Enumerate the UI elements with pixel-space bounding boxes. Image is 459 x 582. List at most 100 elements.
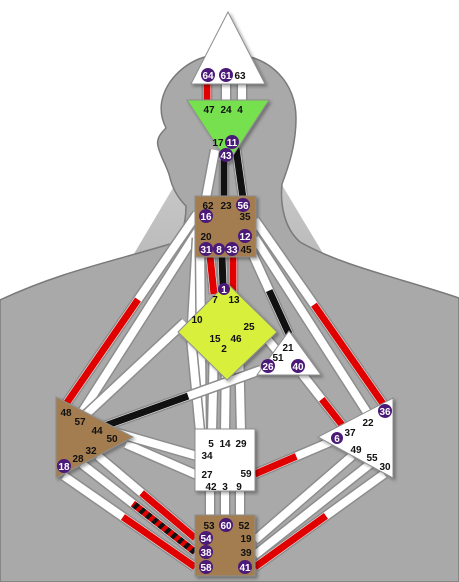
- g-center: [177, 282, 278, 381]
- gate-label: 5: [208, 439, 214, 450]
- gate-label: 37: [344, 428, 356, 439]
- gate-label: 41: [239, 563, 251, 574]
- spleen-center: [55, 396, 135, 479]
- gate-label: 47: [203, 105, 215, 116]
- gate-activation-badge: [201, 68, 215, 82]
- gate-label: 39: [240, 548, 252, 559]
- gate-label: 63: [234, 71, 246, 82]
- channel-fill-16-48: [63, 297, 141, 406]
- gate-label: 40: [292, 362, 304, 373]
- gate-label: 17: [212, 138, 224, 149]
- channel-fill-30-41: [252, 513, 328, 570]
- gate-activation-badge: [238, 229, 252, 243]
- gate-label: 58: [200, 563, 212, 574]
- gate-label: 9: [236, 482, 242, 493]
- gate-label: 1: [221, 285, 227, 296]
- gate-label: 62: [202, 201, 214, 212]
- head-center: [190, 10, 266, 85]
- gate-label: 46: [230, 334, 242, 345]
- gate-label: 21: [282, 343, 294, 354]
- gate-label: 59: [240, 469, 252, 480]
- gate-label: 22: [362, 418, 374, 429]
- channel-17-62: [202, 149, 219, 199]
- gate-activation-badge: [57, 459, 71, 473]
- gate-label: 38: [200, 548, 212, 559]
- gate-activation-badge: [261, 359, 275, 373]
- gate-activation-badge: [225, 242, 239, 256]
- gate-activation-badge: [199, 209, 213, 223]
- gate-label: 15: [209, 334, 221, 345]
- gate-label: 13: [228, 295, 240, 306]
- gate-label: 55: [366, 453, 378, 464]
- gate-label: 27: [201, 470, 213, 481]
- channel-49-19: [252, 452, 355, 544]
- gate-label: 30: [379, 462, 391, 473]
- gate-activation-badge: [199, 531, 213, 545]
- gate-label: 31: [200, 245, 212, 256]
- gate-label: 53: [203, 521, 215, 532]
- gate-label: 32: [85, 446, 97, 457]
- gate-label: 8: [216, 245, 222, 256]
- gate-label: 6: [334, 434, 340, 445]
- gates-layer: 64 61 63 47 24 4 17 11 43 62 23 56 16 35…: [57, 68, 392, 574]
- gate-label: 60: [220, 521, 232, 532]
- sacral-center: [194, 428, 256, 492]
- channel-fill-28-38: [130, 500, 198, 555]
- gate-activation-badge: [219, 68, 233, 82]
- gate-label: 11: [227, 138, 238, 149]
- gate-activation-badge: [199, 242, 213, 256]
- gate-label: 29: [235, 439, 247, 450]
- channel-55-39: [252, 460, 373, 559]
- gate-activation-badge: [238, 560, 252, 574]
- gate-label: 44: [91, 426, 103, 437]
- centers-layer: [55, 10, 394, 577]
- gate-activation-badge: [225, 135, 239, 149]
- gate-label: 19: [240, 534, 252, 545]
- channel-fill-8-1: [218, 255, 227, 287]
- gate-label: 26: [262, 362, 274, 373]
- channel-fill-11-56: [232, 147, 247, 199]
- gate-label: 51: [272, 353, 284, 364]
- gate-label: 3: [222, 482, 228, 493]
- gate-label: 25: [243, 322, 255, 333]
- gate-label: 45: [240, 245, 252, 256]
- gate-label: 42: [205, 482, 217, 493]
- channel-12-22: [251, 235, 376, 423]
- channel-fill-26-44: [97, 392, 190, 432]
- channel-fill-18-58: [120, 514, 197, 570]
- gate-label: 14: [219, 439, 231, 450]
- gate-label: 36: [379, 407, 391, 418]
- gate-label: 2: [221, 344, 227, 355]
- gate-label: 34: [201, 451, 213, 462]
- gate-label: 52: [238, 521, 250, 532]
- gate-label: 28: [72, 454, 84, 465]
- gate-activation-badge: [378, 404, 392, 418]
- gate-label: 23: [220, 201, 232, 212]
- gate-label: 64: [202, 71, 214, 82]
- channel-10-57: [77, 319, 188, 423]
- gate-activation-badge: [291, 359, 305, 373]
- gate-label: 54: [200, 534, 212, 545]
- ajna-center: [186, 99, 270, 164]
- gate-label: 56: [237, 201, 249, 212]
- gate-label: 4: [237, 105, 243, 116]
- gate-label: 61: [220, 71, 232, 82]
- gate-label: 50: [106, 434, 118, 445]
- gate-activation-badge: [199, 560, 213, 574]
- gate-label: 20: [200, 232, 212, 243]
- channel-fill-6-59: [253, 453, 298, 478]
- gate-activation-badge: [219, 148, 233, 162]
- channel-fill-35-36: [311, 302, 389, 411]
- gate-label: 10: [191, 315, 203, 326]
- channel-fill-31-7: [206, 255, 218, 295]
- channel-fill-32-54: [139, 490, 198, 541]
- solar-plexus-center: [316, 397, 394, 479]
- gate-label: 33: [226, 245, 238, 256]
- gate-activation-badge: [213, 243, 225, 255]
- gate-activation-badge: [219, 518, 233, 532]
- gate-label: 18: [58, 462, 70, 473]
- gate-label: 16: [200, 212, 212, 223]
- channel-50-27: [124, 440, 199, 479]
- gate-activation-badge: [236, 198, 250, 212]
